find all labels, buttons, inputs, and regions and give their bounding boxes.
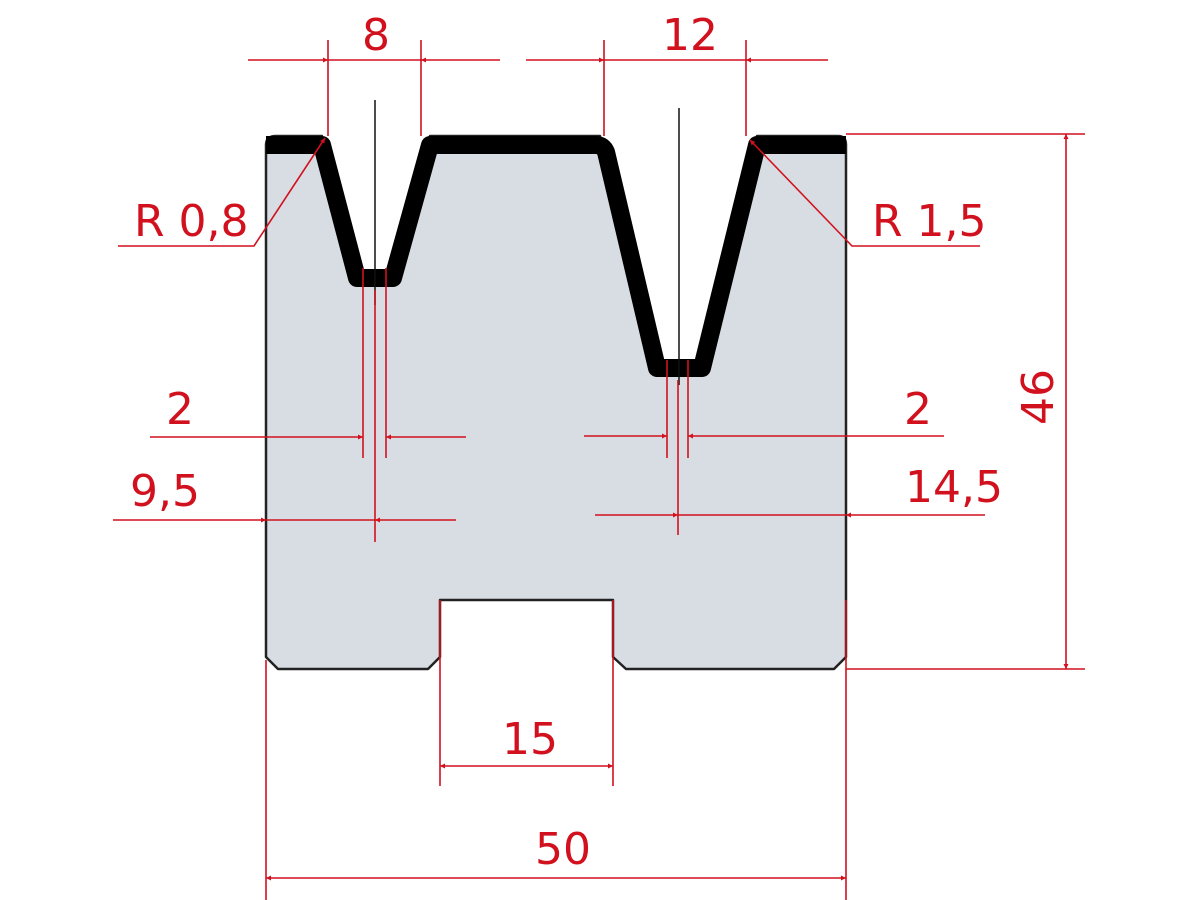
dim-large-v-bottom: 2 [584, 360, 944, 458]
dim-label-2-left: 2 [166, 384, 194, 435]
dim-small-v-opening: 8 [248, 10, 500, 136]
dim-tang-slot: 15 [439, 600, 614, 786]
dim-label-2-right: 2 [904, 384, 932, 435]
dim-small-v-offset: 9,5 [113, 290, 456, 542]
dim-total-height: 46 [846, 133, 1085, 670]
dim-label-12: 12 [662, 10, 718, 61]
dim-label-46: 46 [1013, 369, 1064, 425]
dim-label-r15: R 1,5 [872, 196, 987, 247]
dim-large-v-radius: R 1,5 [749, 139, 987, 247]
dim-label-r08: R 0,8 [134, 196, 249, 247]
dim-large-v-offset: 14,5 [595, 380, 1003, 535]
dim-small-v-radius: R 0,8 [118, 137, 326, 247]
dim-total-width: 50 [265, 600, 847, 900]
dim-small-v-bottom: 2 [150, 268, 466, 458]
dim-label-9-5: 9,5 [130, 466, 200, 517]
dim-label-14-5: 14,5 [905, 462, 1003, 513]
dim-large-v-opening: 12 [526, 10, 828, 136]
dim-label-8: 8 [362, 10, 390, 61]
dim-label-50: 50 [535, 824, 591, 875]
die-body [264, 134, 848, 671]
small-v-edge [266, 136, 846, 377]
dim-label-15: 15 [502, 714, 558, 765]
